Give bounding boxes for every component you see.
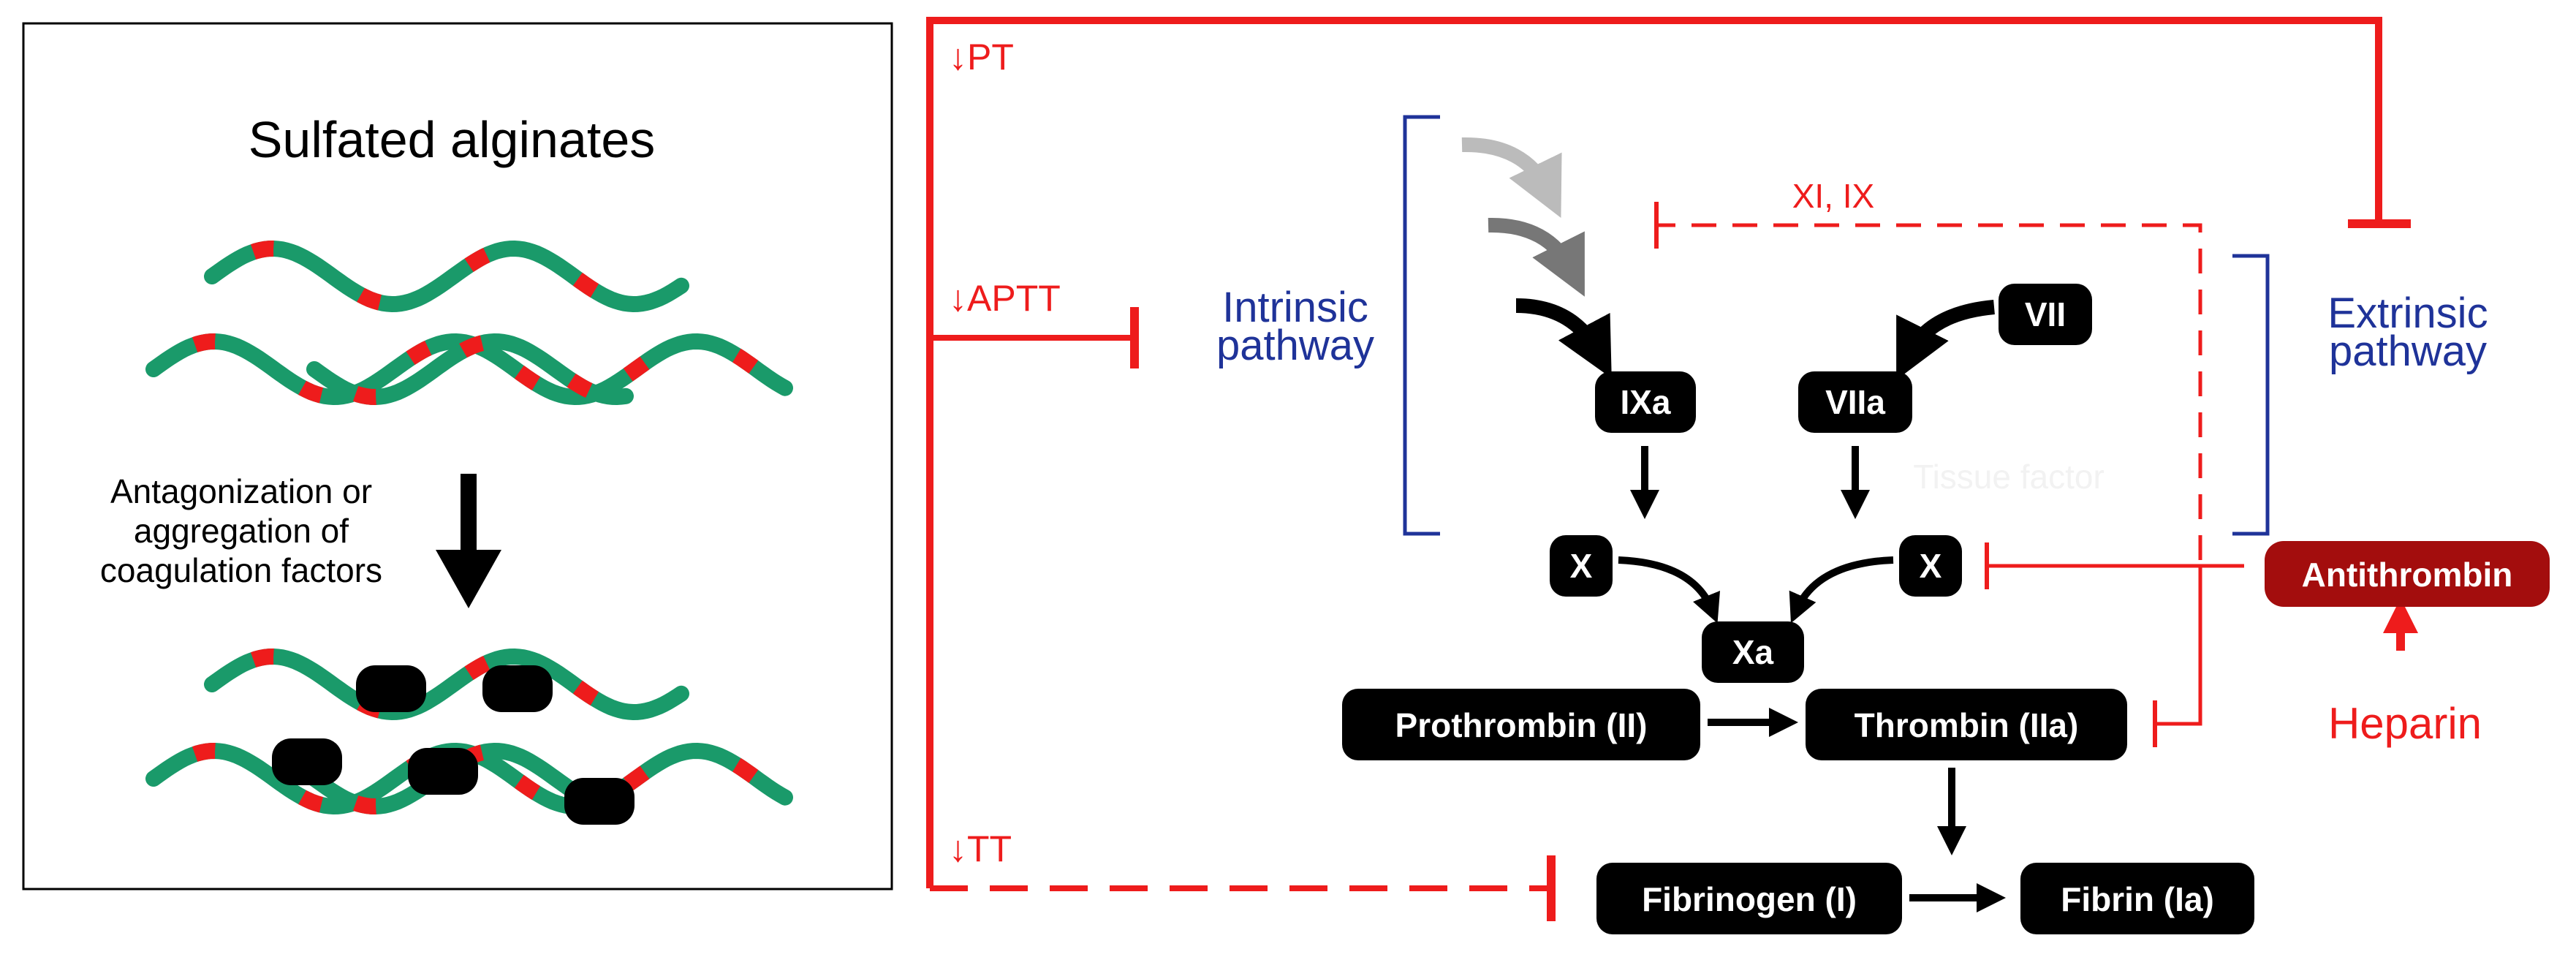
alginate-strand-3-sulfate-segments bbox=[309, 333, 627, 406]
node-viia-label: VIIa bbox=[1825, 383, 1885, 421]
bound-factor-1 bbox=[356, 665, 426, 712]
tt-label: ↓TT bbox=[949, 828, 1012, 869]
node-xa: Xa bbox=[1702, 621, 1804, 683]
xi-ix-inhibition-line bbox=[1658, 223, 2202, 724]
intrinsic-bracket bbox=[1403, 115, 1440, 536]
x-right-to-xa-arrow bbox=[1789, 556, 1894, 624]
left-panel: Sulfated alginates Antagonization or agg… bbox=[22, 22, 893, 891]
heparin-label: Heparin bbox=[2328, 699, 2482, 748]
thrombin-inhibition-line bbox=[2156, 566, 2202, 726]
aptt-label: ↓APTT bbox=[949, 278, 1061, 319]
alginate-strands-bound bbox=[145, 648, 793, 825]
node-prothrombin-label: Prothrombin (II) bbox=[1395, 706, 1648, 744]
bound-factor-4 bbox=[408, 748, 478, 795]
upstream-arrow-mid bbox=[1488, 217, 1585, 297]
bound-factor-3 bbox=[272, 738, 342, 785]
bound-factor-2 bbox=[482, 665, 553, 712]
panel-title: Sulfated alginates bbox=[249, 111, 656, 168]
node-xa-label: Xa bbox=[1732, 633, 1774, 671]
mechanism-line-2: aggregation of bbox=[134, 512, 349, 550]
upstream-arrow-dark bbox=[1515, 298, 1612, 379]
node-vii-label: VII bbox=[2025, 295, 2066, 333]
node-fibrinogen: Fibrinogen (I) bbox=[1596, 863, 1902, 934]
pt-inhibition-line bbox=[926, 17, 2382, 888]
node-viia: VIIa bbox=[1798, 371, 1912, 433]
node-thrombin-label: Thrombin (IIa) bbox=[1855, 706, 2079, 744]
x-left-to-xa-arrow bbox=[1618, 556, 1720, 624]
upstream-arrow-light bbox=[1461, 137, 1562, 218]
node-prothrombin: Prothrombin (II) bbox=[1342, 689, 1700, 760]
node-fibrinogen-label: Fibrinogen (I) bbox=[1642, 880, 1857, 918]
intrinsic-label-2: pathway bbox=[1216, 322, 1374, 369]
node-ixa-label: IXa bbox=[1620, 383, 1670, 421]
extrinsic-bracket bbox=[2232, 254, 2270, 536]
node-x-right-label: X bbox=[1920, 547, 1942, 585]
extrinsic-label-1: Extrinsic bbox=[2327, 290, 2488, 337]
node-antithrombin-label: Antithrombin bbox=[2302, 556, 2513, 594]
bound-factor-5 bbox=[564, 778, 634, 825]
node-fibrin: Fibrin (Ia) bbox=[2020, 863, 2254, 934]
mechanism-line-3: coagulation factors bbox=[100, 551, 382, 589]
down-arrow-icon bbox=[436, 474, 501, 608]
tissue-factor-label: Tissue factor bbox=[1913, 458, 2105, 496]
node-thrombin: Thrombin (IIa) bbox=[1806, 689, 2127, 760]
cascade-diagram: ↓PT ↓APTT ↓TT Intrinsic pathway Extrinsi… bbox=[926, 17, 2550, 934]
node-ixa: IXa bbox=[1595, 371, 1696, 433]
mechanism-line-1: Antagonization or bbox=[110, 472, 372, 510]
vii-to-viia-arrow bbox=[1896, 300, 1995, 380]
alginate-strand-4 bbox=[204, 648, 689, 721]
node-fibrin-label: Fibrin (Ia) bbox=[2061, 880, 2214, 918]
node-x-right: X bbox=[1899, 535, 1962, 597]
xi-ix-label: XI, IX bbox=[1792, 177, 1874, 215]
alginate-strand-1 bbox=[204, 240, 689, 313]
node-antithrombin: Antithrombin bbox=[2265, 541, 2550, 607]
extrinsic-label-2: pathway bbox=[2329, 328, 2487, 375]
pt-label: ↓PT bbox=[949, 37, 1014, 77]
intrinsic-label-1: Intrinsic bbox=[1222, 284, 1368, 331]
alginate-strands-free bbox=[145, 240, 793, 406]
node-vii: VII bbox=[1999, 284, 2092, 345]
node-x-left-label: X bbox=[1570, 547, 1593, 585]
node-x-left: X bbox=[1550, 535, 1613, 597]
